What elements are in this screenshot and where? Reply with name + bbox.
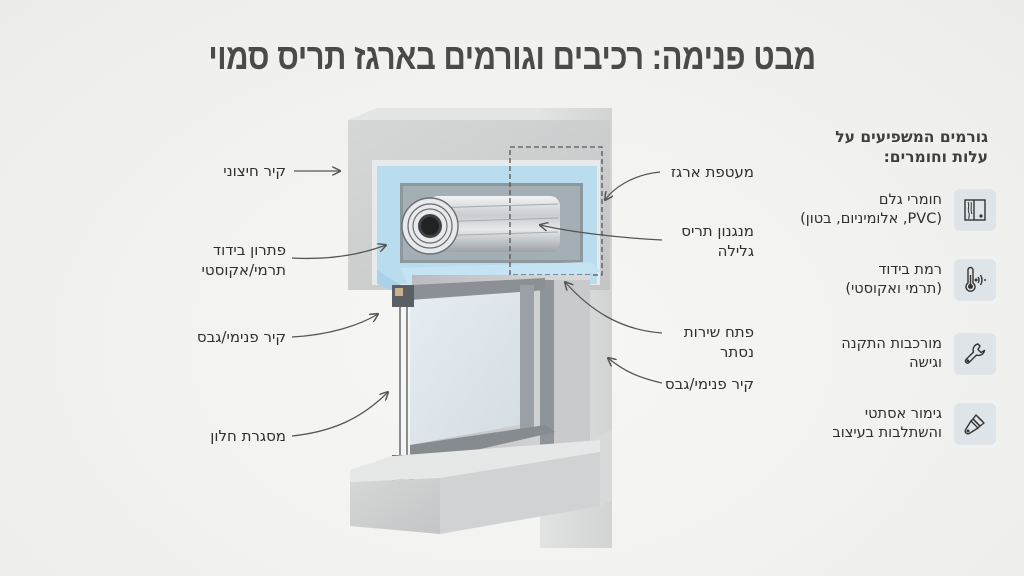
panel-material-icon (954, 189, 996, 231)
factor-text: מורכבות התקנה וגישה (841, 335, 942, 373)
factor-text: רמת בידוד (תרמי ואקוסטי) (845, 261, 942, 299)
label-line: מעטפת ארגז (670, 163, 754, 181)
factor-line: וגישה (909, 355, 942, 371)
factor-insulation-level: רמת בידוד (תרמי ואקוסטי) (796, 258, 996, 302)
factor-line: (תרמי ואקוסטי) (845, 281, 942, 297)
label-line: קיר פנימי/גבס (664, 375, 754, 393)
factor-line: רמת בידוד (878, 262, 942, 278)
factor-line: (PVC, אלומיניום, בטון) (800, 211, 942, 227)
factor-line: והשתלבות בעיצוב (832, 425, 942, 441)
label-line: מנגנון תריס (681, 222, 754, 240)
factor-text: גימור אסתטי והשתלבות בעיצוב (832, 405, 942, 443)
heading-line: גורמים המשפיעים על (835, 128, 988, 146)
label-inner-wall-left: קיר פנימי/גבס (197, 327, 286, 347)
label-window-frame: מסגרת חלון (210, 426, 286, 446)
label-line: מסגרת חלון (210, 427, 286, 445)
label-insulation: פתרון בידוד תרמי/אקוסטי (202, 240, 287, 280)
factors-heading: גורמים המשפיעים על עלות וחומרים: (828, 127, 988, 167)
label-line: פתרון בידוד (212, 241, 286, 259)
label-service-hatch: פתח שירות נסתר (684, 322, 754, 362)
wrench-icon (954, 333, 996, 375)
label-inner-wall-right: קיר פנימי/גבס (665, 374, 754, 394)
factor-line: מורכבות התקנה (841, 336, 942, 352)
label-line: נסתר (719, 343, 754, 361)
label-line: קיר חיצוני (223, 162, 286, 180)
page-title: מבט פנימה: רכיבים וגורמים בארגז תריס סמו… (208, 36, 816, 77)
factor-materials: חומרי גלם (PVC, אלומיניום, בטון) (796, 188, 996, 232)
factor-text: חומרי גלם (PVC, אלומיניום, בטון) (800, 191, 942, 229)
label-roller-mechanism: מנגנון תריס גלילה (681, 221, 754, 261)
thermometer-sound-icon (954, 259, 996, 301)
factor-line: גימור אסתטי (864, 406, 942, 422)
paintbrush-icon (954, 403, 996, 445)
label-outer-wall: קיר חיצוני (223, 161, 286, 181)
label-line: קיר פנימי/גבס (196, 328, 286, 346)
factor-line: חומרי גלם (878, 192, 942, 208)
box-top-face (348, 108, 612, 120)
factor-installation: מורכבות התקנה וגישה (796, 332, 996, 376)
factor-finish: גימור אסתטי והשתלבות בעיצוב (796, 402, 996, 446)
heading-line: עלות וחומרים: (883, 148, 988, 166)
label-line: פתח שירות (683, 323, 754, 341)
label-line: גלילה (717, 242, 754, 260)
label-line: תרמי/אקוסטי (201, 261, 287, 279)
label-box-casing: מעטפת ארגז (671, 162, 754, 182)
